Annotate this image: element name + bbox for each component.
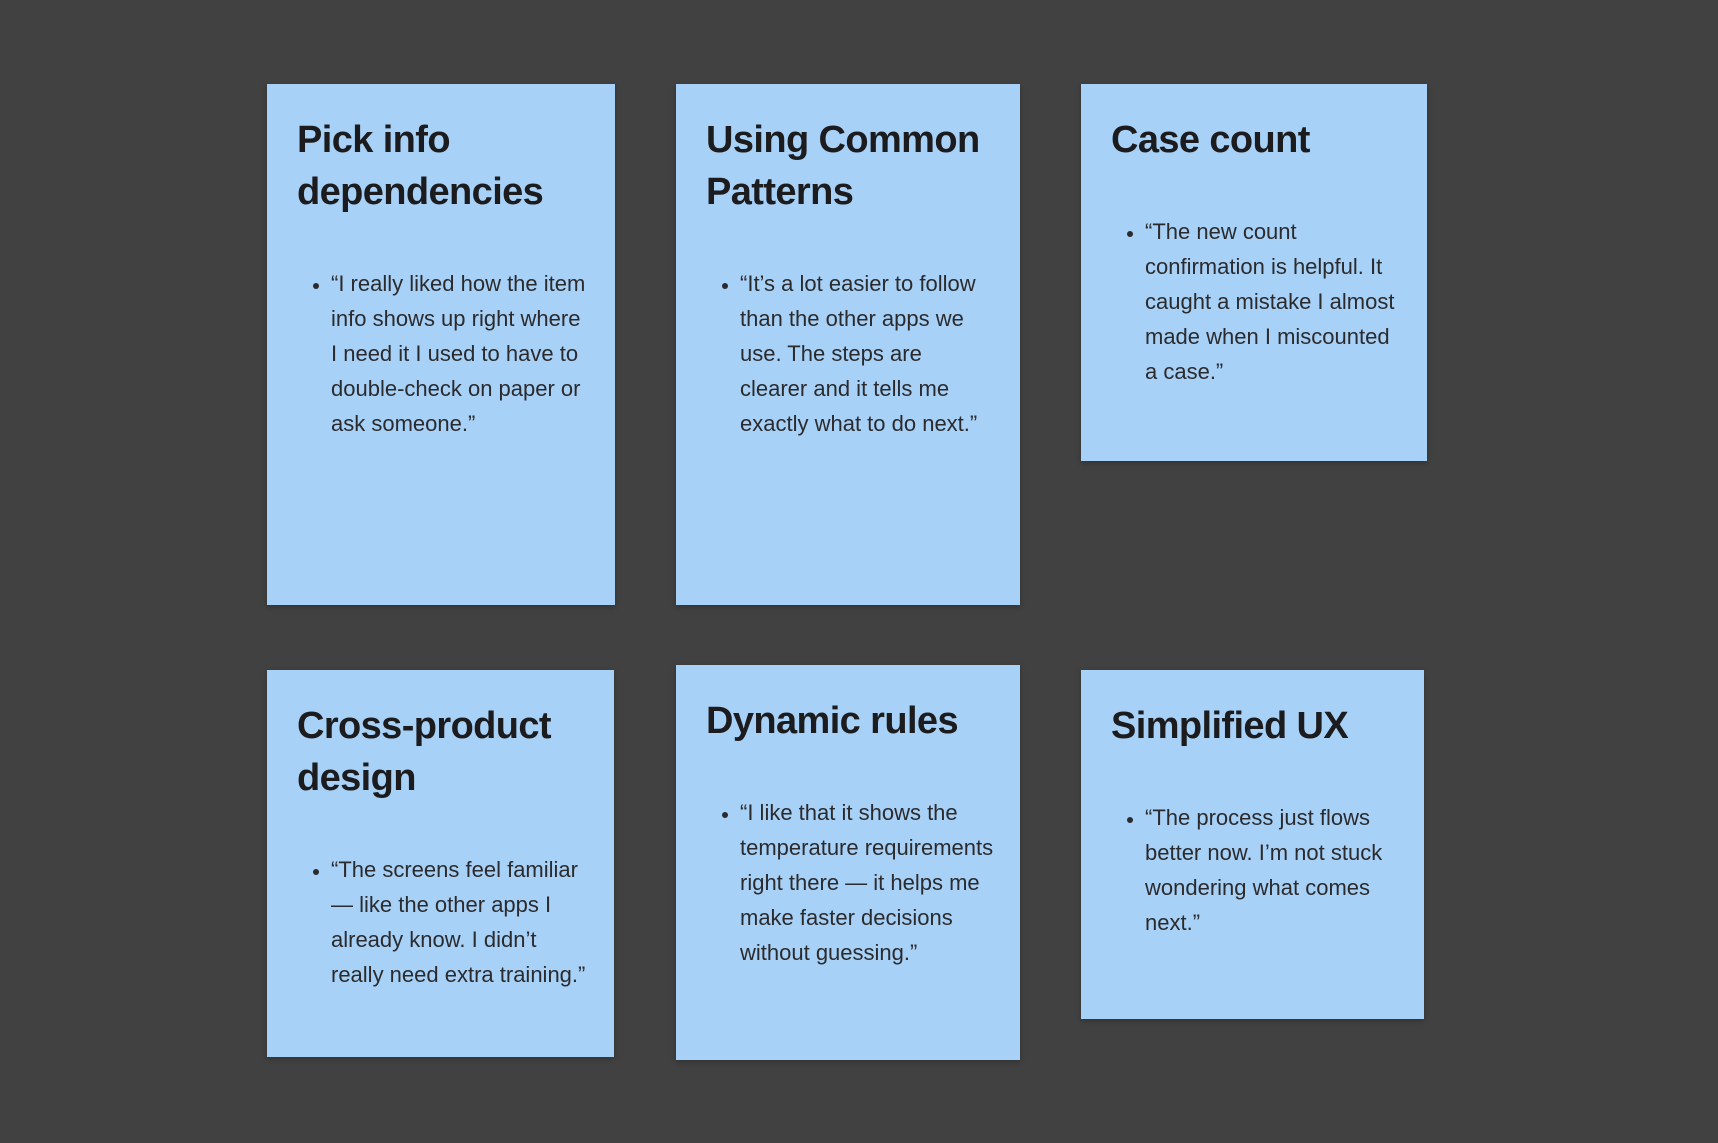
sticky-note-title: Simplified UX: [1111, 705, 1349, 747]
sticky-note-quote-list: “The new count confirmation is helpful. …: [1111, 214, 1401, 389]
sticky-note-quote-list: “I like that it shows the temperature re…: [706, 795, 994, 970]
sticky-note-dynamic-rules[interactable]: Dynamic rules “I like that it shows the …: [676, 665, 1020, 1060]
sticky-note-pick-info-dependencies[interactable]: Pick info dependencies “I really liked h…: [267, 84, 615, 605]
sticky-note-title: Case count: [1111, 119, 1310, 161]
sticky-note-quote: “The screens feel familiar — like the ot…: [331, 852, 588, 992]
sticky-note-title: Cross-product design: [297, 705, 552, 799]
sticky-note-quote: “I like that it shows the temperature re…: [740, 795, 994, 970]
sticky-note-quote: “I really liked how the item info shows …: [331, 266, 589, 441]
sticky-note-quote: “The process just flows better now. I’m …: [1145, 800, 1398, 940]
sticky-note-quote-list: “I really liked how the item info shows …: [297, 266, 589, 441]
sticky-note-title: Using Common Patterns: [706, 119, 980, 213]
sticky-note-title: Pick info dependencies: [297, 119, 544, 213]
sticky-note-case-count[interactable]: Case count “The new count confirmation i…: [1081, 84, 1427, 461]
sticky-note-quote: “The new count confirmation is helpful. …: [1145, 214, 1401, 389]
sticky-note-cross-product-design[interactable]: Cross-product design “The screens feel f…: [267, 670, 614, 1057]
sticky-note-quote-list: “The process just flows better now. I’m …: [1111, 800, 1398, 940]
sticky-note-using-common-patterns[interactable]: Using Common Patterns “It’s a lot easier…: [676, 84, 1020, 605]
sticky-note-simplified-ux[interactable]: Simplified UX “The process just flows be…: [1081, 670, 1424, 1019]
sticky-note-quote: “It’s a lot easier to follow than the ot…: [740, 266, 994, 441]
sticky-note-title: Dynamic rules: [706, 700, 959, 742]
sticky-note-quote-list: “The screens feel familiar — like the ot…: [297, 852, 588, 992]
sticky-note-quote-list: “It’s a lot easier to follow than the ot…: [706, 266, 994, 441]
